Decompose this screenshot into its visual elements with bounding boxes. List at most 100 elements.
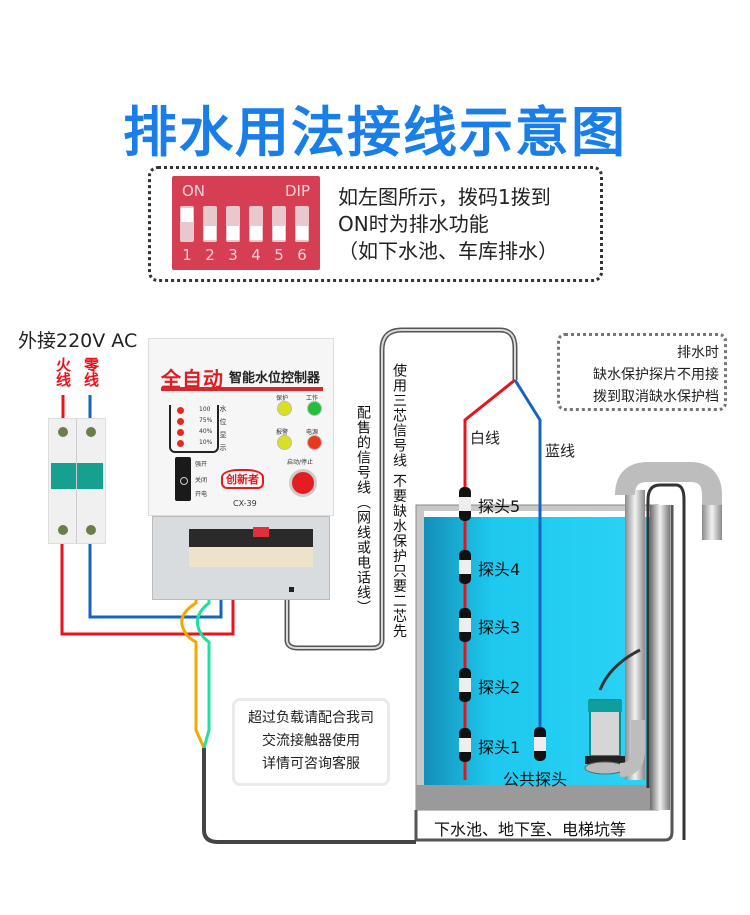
dip-switch-number: 4 <box>251 246 261 264</box>
dip-switch-5 <box>272 206 286 242</box>
start-stop-button[interactable] <box>289 469 317 497</box>
breaker-toggle <box>51 463 103 489</box>
level-mark-label: 40% <box>199 428 213 435</box>
brand-sub: 智能水位控制器 <box>229 371 321 386</box>
terminal-labels <box>189 547 313 567</box>
discharge-pipe <box>625 490 645 780</box>
blue-wire-label: 蓝线 <box>545 442 576 460</box>
terminal-block-area <box>152 516 330 600</box>
level-mark-label: 100 <box>199 406 211 413</box>
dip-switch-number: 1 <box>182 246 192 264</box>
drain-note-text: 排水时 缺水保护探片不用接 拨到取消缺水保护档 <box>563 342 719 408</box>
pool-caption: 下水池、地下室、电梯坑等 <box>434 820 627 839</box>
white-wire-label: 白线 <box>470 429 501 447</box>
external-power-label: 外接220V AC <box>18 330 138 352</box>
brand-logo: 创新者 <box>221 469 264 489</box>
three-core-cable-note: 使用三芯信号线 不要缺水保护只要二芯先 <box>391 363 407 639</box>
probe <box>459 668 471 702</box>
dip-info-line: （如下水池、车库排水） <box>338 239 558 263</box>
probe-label: 探头4 <box>478 560 521 579</box>
pool-floor <box>416 785 658 810</box>
blue-wire <box>513 379 542 735</box>
indicator-lamp <box>307 401 322 416</box>
mode-rocker-switch[interactable] <box>175 457 191 501</box>
white-wire <box>463 378 516 780</box>
switch-label: 开电 <box>195 491 208 498</box>
common-probe <box>534 727 546 761</box>
dip-switch-6 <box>295 206 309 242</box>
probe <box>459 550 471 584</box>
probe <box>459 487 471 521</box>
level-led <box>177 429 184 436</box>
dip-info-text: 如左图所示，拨码1拨到 ON时为排水功能 （如下水池、车库排水） <box>338 184 558 265</box>
drain-note-line: 排水时 <box>677 345 719 361</box>
probe <box>459 728 471 762</box>
dip-brand-label: DIP <box>284 182 310 200</box>
neutral-wire-label: 零线 <box>82 357 100 387</box>
dip-switch-number: 5 <box>274 246 284 264</box>
dip-switch-3 <box>226 206 240 242</box>
live-wire-label: 火线 <box>54 357 72 387</box>
drain-note-line: 拨到取消缺水保护档 <box>593 389 719 405</box>
overload-note-line: 交流接触器使用 <box>262 733 360 749</box>
switch-label: 关闭 <box>195 477 208 484</box>
pipe-elbow <box>615 462 722 540</box>
dip-switch-number: 3 <box>228 246 238 264</box>
overload-note-line: 超过负载请配合我司 <box>248 710 374 726</box>
controller-dip-switch <box>253 527 269 537</box>
level-led <box>177 418 184 425</box>
dip-info-line: 如左图所示，拨码1拨到 <box>338 185 551 209</box>
water-level-gauge <box>169 405 219 453</box>
indicator-lamp <box>277 401 292 416</box>
dip-switch-number: 2 <box>205 246 215 264</box>
indicator-lamp <box>277 435 292 450</box>
breaker-terminal <box>58 427 68 437</box>
pump-power-cable <box>646 483 686 840</box>
model-number: CX-39 <box>233 499 257 508</box>
dip-switch-4 <box>249 206 263 242</box>
indicator-lamp <box>307 435 322 450</box>
pool-caption-frame <box>414 505 674 842</box>
dip-on-label: ON <box>182 182 206 200</box>
page-title: 排水用法接线示意图 <box>123 101 627 164</box>
dip-switch-2 <box>203 206 217 242</box>
breaker-terminal <box>86 427 96 437</box>
overload-note-line: 详情可咨询客服 <box>262 756 360 772</box>
breaker-terminal <box>58 525 68 535</box>
probe-label: 探头1 <box>478 738 521 757</box>
indicator-label: 保护 <box>276 395 289 402</box>
probe <box>459 608 471 642</box>
indicator-label: 报警 <box>276 429 289 436</box>
common-probe-label: 公共探头 <box>503 770 568 789</box>
drain-note-line: 缺水保护探片不用接 <box>593 367 719 383</box>
indicator-label: 电源 <box>306 429 319 436</box>
probe-label: 探头5 <box>478 497 521 516</box>
pump-wire-green <box>196 540 211 749</box>
start-stop-label: 启动/停止 <box>287 459 314 466</box>
probe-label: 探头2 <box>478 678 521 697</box>
level-mark-label: 10% <box>199 439 213 446</box>
cable-gland <box>289 587 294 592</box>
pipe-outlet <box>702 505 722 540</box>
overload-note-box: 超过负载请配合我司 交流接触器使用 详情可咨询客服 <box>232 698 390 786</box>
level-mark-label: 75% <box>199 417 213 424</box>
dip-switch-number: 6 <box>297 246 307 264</box>
level-led <box>177 407 184 414</box>
terminal-strip <box>189 529 313 547</box>
pump-cable <box>202 748 416 844</box>
switch-label: 强开 <box>195 461 208 468</box>
supplied-cable-note: 配售的信号线（网线或电话线） <box>355 405 371 615</box>
dip-info-line: ON时为排水功能 <box>338 212 489 236</box>
dip-switch-1 <box>180 206 194 242</box>
dip-info-box <box>148 166 603 282</box>
circuit-breaker <box>48 418 106 544</box>
pump-wire-yellow <box>180 540 206 749</box>
probe-label: 探头3 <box>478 618 521 637</box>
breaker-terminal <box>86 525 96 535</box>
pool-right-wall <box>650 505 670 810</box>
indicator-label: 工作 <box>306 395 319 402</box>
level-side-label: 水位显示 <box>219 405 227 457</box>
